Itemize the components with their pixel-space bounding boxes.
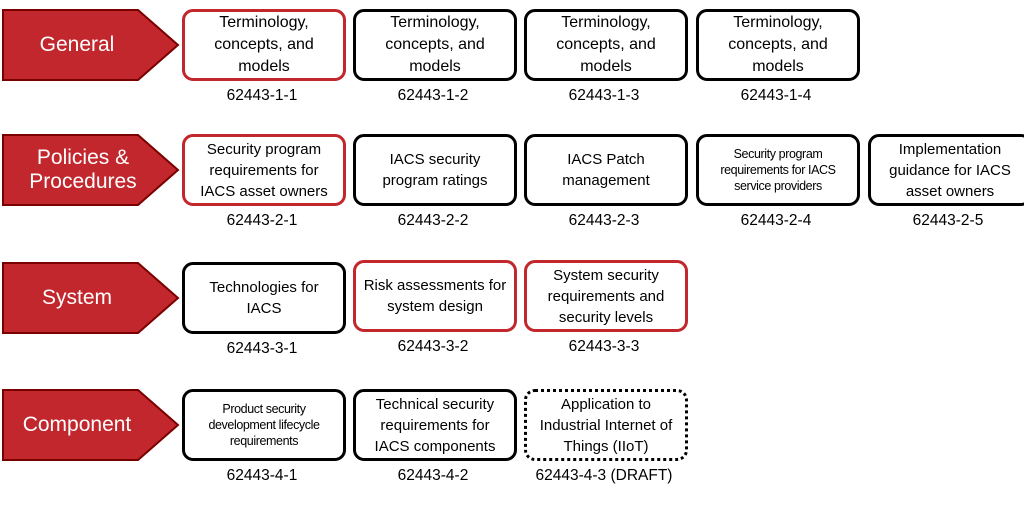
card-code: 62443-4-1 [226, 467, 298, 484]
card-text: Application to Industrial Internet of Th… [524, 389, 688, 461]
card-code: 62443-1-4 [740, 87, 812, 104]
card-code: 62443-4-3 (DRAFT) [535, 467, 673, 484]
card-62443-2-2: IACS security program ratings 62443-2-2 [353, 134, 517, 229]
arrow-shape [2, 389, 180, 461]
card-text: Terminology, concepts, and models [524, 9, 688, 81]
arrow-shape [2, 262, 180, 334]
row-policies-procedures: Policies & Procedures Security program r… [0, 134, 1024, 254]
card-62443-4-2: Technical security requirements for IACS… [353, 389, 517, 484]
card-code: 62443-3-1 [226, 340, 298, 357]
card-text: Risk assessments for system design [353, 260, 517, 332]
category-label: General [39, 33, 115, 56]
card-62443-1-1: Terminology, concepts, and models 62443-… [182, 9, 346, 104]
row-general: General Terminology, concepts, and model… [0, 9, 1024, 129]
card-62443-2-1: Security program requirements for IACS a… [182, 134, 346, 229]
row-component: Component Product security development l… [0, 389, 1024, 509]
card-62443-3-3: System security requirements and securit… [524, 260, 688, 355]
card-text: Technologies for IACS [182, 262, 346, 334]
category-label: Policies & Procedures [29, 146, 137, 193]
card-62443-1-4: Terminology, concepts, and models 62443-… [696, 9, 860, 104]
card-code: 62443-4-2 [397, 467, 469, 484]
row-system: System Technologies for IACS 62443-3-1 R… [0, 260, 1024, 382]
card-62443-1-3: Terminology, concepts, and models 62443-… [524, 9, 688, 104]
card-62443-4-1: Product security development lifecycle r… [182, 389, 346, 484]
card-text: Terminology, concepts, and models [182, 9, 346, 81]
card-text: Terminology, concepts, and models [353, 9, 517, 81]
arrow-shape [2, 9, 180, 81]
category-arrow-policies-procedures: Policies & Procedures [2, 134, 182, 206]
card-text: IACS Patch management [524, 134, 688, 206]
category-arrow-general: General [2, 9, 182, 81]
card-62443-3-2: Risk assessments for system design 62443… [353, 260, 517, 355]
card-code: 62443-2-2 [397, 212, 469, 229]
card-text: Security program requirements for IACS s… [696, 134, 860, 206]
card-code: 62443-2-3 [568, 212, 640, 229]
card-62443-2-5: Implementation guidance for IACS asset o… [868, 134, 1024, 229]
card-text: IACS security program ratings [353, 134, 517, 206]
card-code: 62443-1-3 [568, 87, 640, 104]
arrow-shape [2, 134, 180, 206]
card-text: Implementation guidance for IACS asset o… [868, 134, 1024, 206]
card-text: Technical security requirements for IACS… [353, 389, 517, 461]
card-code: 62443-1-1 [226, 87, 298, 104]
card-code: 62443-3-3 [568, 338, 640, 355]
card-text: Security program requirements for IACS a… [182, 134, 346, 206]
card-62443-4-3: Application to Industrial Internet of Th… [524, 389, 688, 484]
card-text: System security requirements and securit… [524, 260, 688, 332]
category-label: System [41, 286, 112, 309]
card-code: 62443-2-5 [912, 212, 984, 229]
card-62443-2-3: IACS Patch management 62443-2-3 [524, 134, 688, 229]
card-text: Terminology, concepts, and models [696, 9, 860, 81]
card-code: 62443-3-2 [397, 338, 469, 355]
card-code: 62443-2-4 [740, 212, 812, 229]
card-code: 62443-2-1 [226, 212, 298, 229]
card-62443-1-2: Terminology, concepts, and models 62443-… [353, 9, 517, 104]
card-62443-2-4: Security program requirements for IACS s… [696, 134, 860, 229]
category-arrow-system: System [2, 262, 182, 334]
card-62443-3-1: Technologies for IACS 62443-3-1 [182, 262, 346, 357]
card-code: 62443-1-2 [397, 87, 469, 104]
category-arrow-component: Component [2, 389, 182, 461]
category-label: Component [22, 413, 132, 436]
card-text: Product security development lifecycle r… [182, 389, 346, 461]
